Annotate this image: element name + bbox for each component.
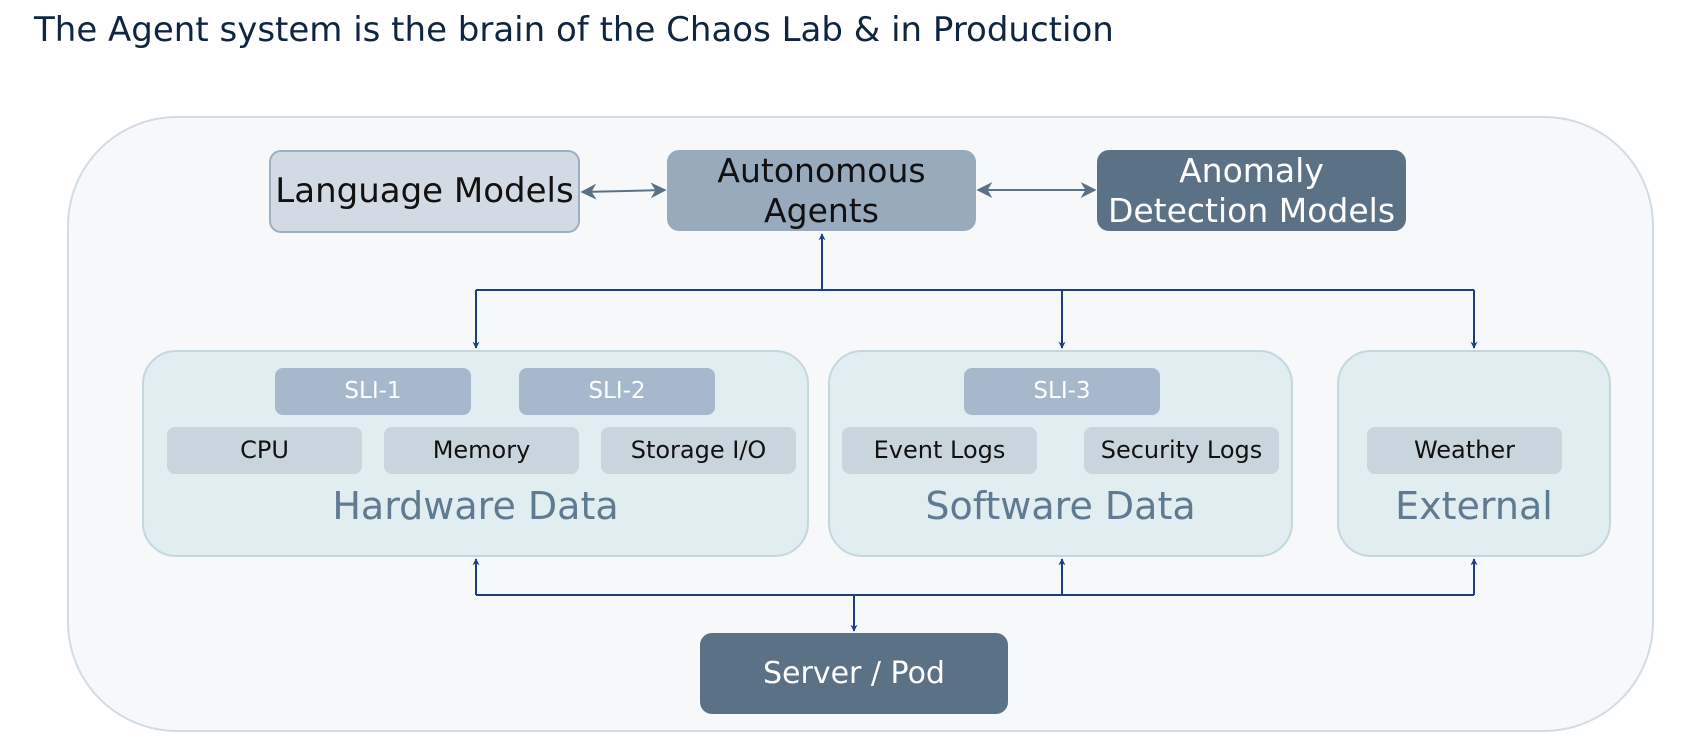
anomaly-detection-line-1: Anomaly bbox=[1179, 150, 1324, 190]
autonomous-agents-line-1: Autonomous bbox=[717, 150, 926, 190]
sli-3-chip: SLI-3 bbox=[964, 368, 1160, 415]
language-models-box: Language Models bbox=[269, 150, 580, 233]
anomaly-detection-line-2: Detection Models bbox=[1107, 190, 1396, 230]
memory-chip: Memory bbox=[384, 427, 579, 474]
link-language-agents bbox=[580, 182, 667, 200]
hardware-data-label: Hardware Data bbox=[332, 484, 619, 529]
server-pod-label: Server / Pod bbox=[763, 655, 945, 691]
autonomous-agents-label: Autonomous Agents bbox=[717, 151, 925, 230]
cpu-chip: CPU bbox=[167, 427, 362, 474]
sli-2-chip: SLI-2 bbox=[519, 368, 715, 415]
software-data-label: Software Data bbox=[925, 484, 1196, 529]
storage-io-chip: Storage I/O bbox=[601, 427, 796, 474]
autonomous-agents-line-2: Agents bbox=[764, 190, 879, 230]
anomaly-detection-label: Anomaly Detection Models bbox=[1108, 151, 1395, 230]
page-title: The Agent system is the brain of the Cha… bbox=[34, 10, 1114, 50]
weather-chip: Weather bbox=[1367, 427, 1562, 474]
security-logs-chip: Security Logs bbox=[1084, 427, 1279, 474]
event-logs-chip: Event Logs bbox=[842, 427, 1037, 474]
external-data-label: External bbox=[1395, 484, 1553, 529]
sli-1-chip: SLI-1 bbox=[275, 368, 471, 415]
anomaly-detection-box: Anomaly Detection Models bbox=[1097, 150, 1406, 231]
autonomous-agents-box: Autonomous Agents bbox=[667, 150, 976, 231]
language-models-label: Language Models bbox=[275, 171, 574, 212]
server-pod-box: Server / Pod bbox=[700, 633, 1008, 714]
